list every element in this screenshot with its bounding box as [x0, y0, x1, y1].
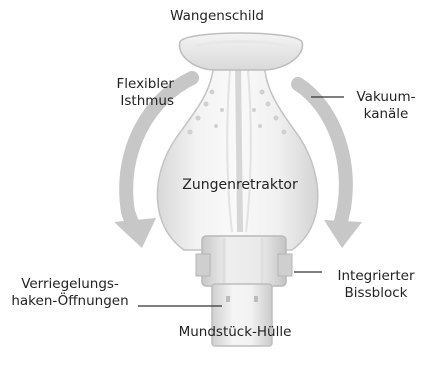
label-integrierter-bissblock: Integrierter Bissblock: [324, 268, 428, 302]
label-vakuumkanaele: Vakuum- kanäle: [346, 89, 426, 123]
label-wangenschild: Wangenschild: [157, 8, 277, 25]
label-zungenretraktor: Zungenretraktor: [170, 177, 310, 194]
cheek-shield: [179, 33, 302, 70]
label-verriegelungshaken-oeffnungen: Verriegelungs- haken-Öffnungen: [4, 276, 136, 310]
label-mundstueck-huelle: Mundstück-Hülle: [170, 324, 300, 341]
label-flexibler-isthmus: Flexibler Isthmus: [84, 76, 174, 110]
bite-block: [196, 236, 292, 286]
